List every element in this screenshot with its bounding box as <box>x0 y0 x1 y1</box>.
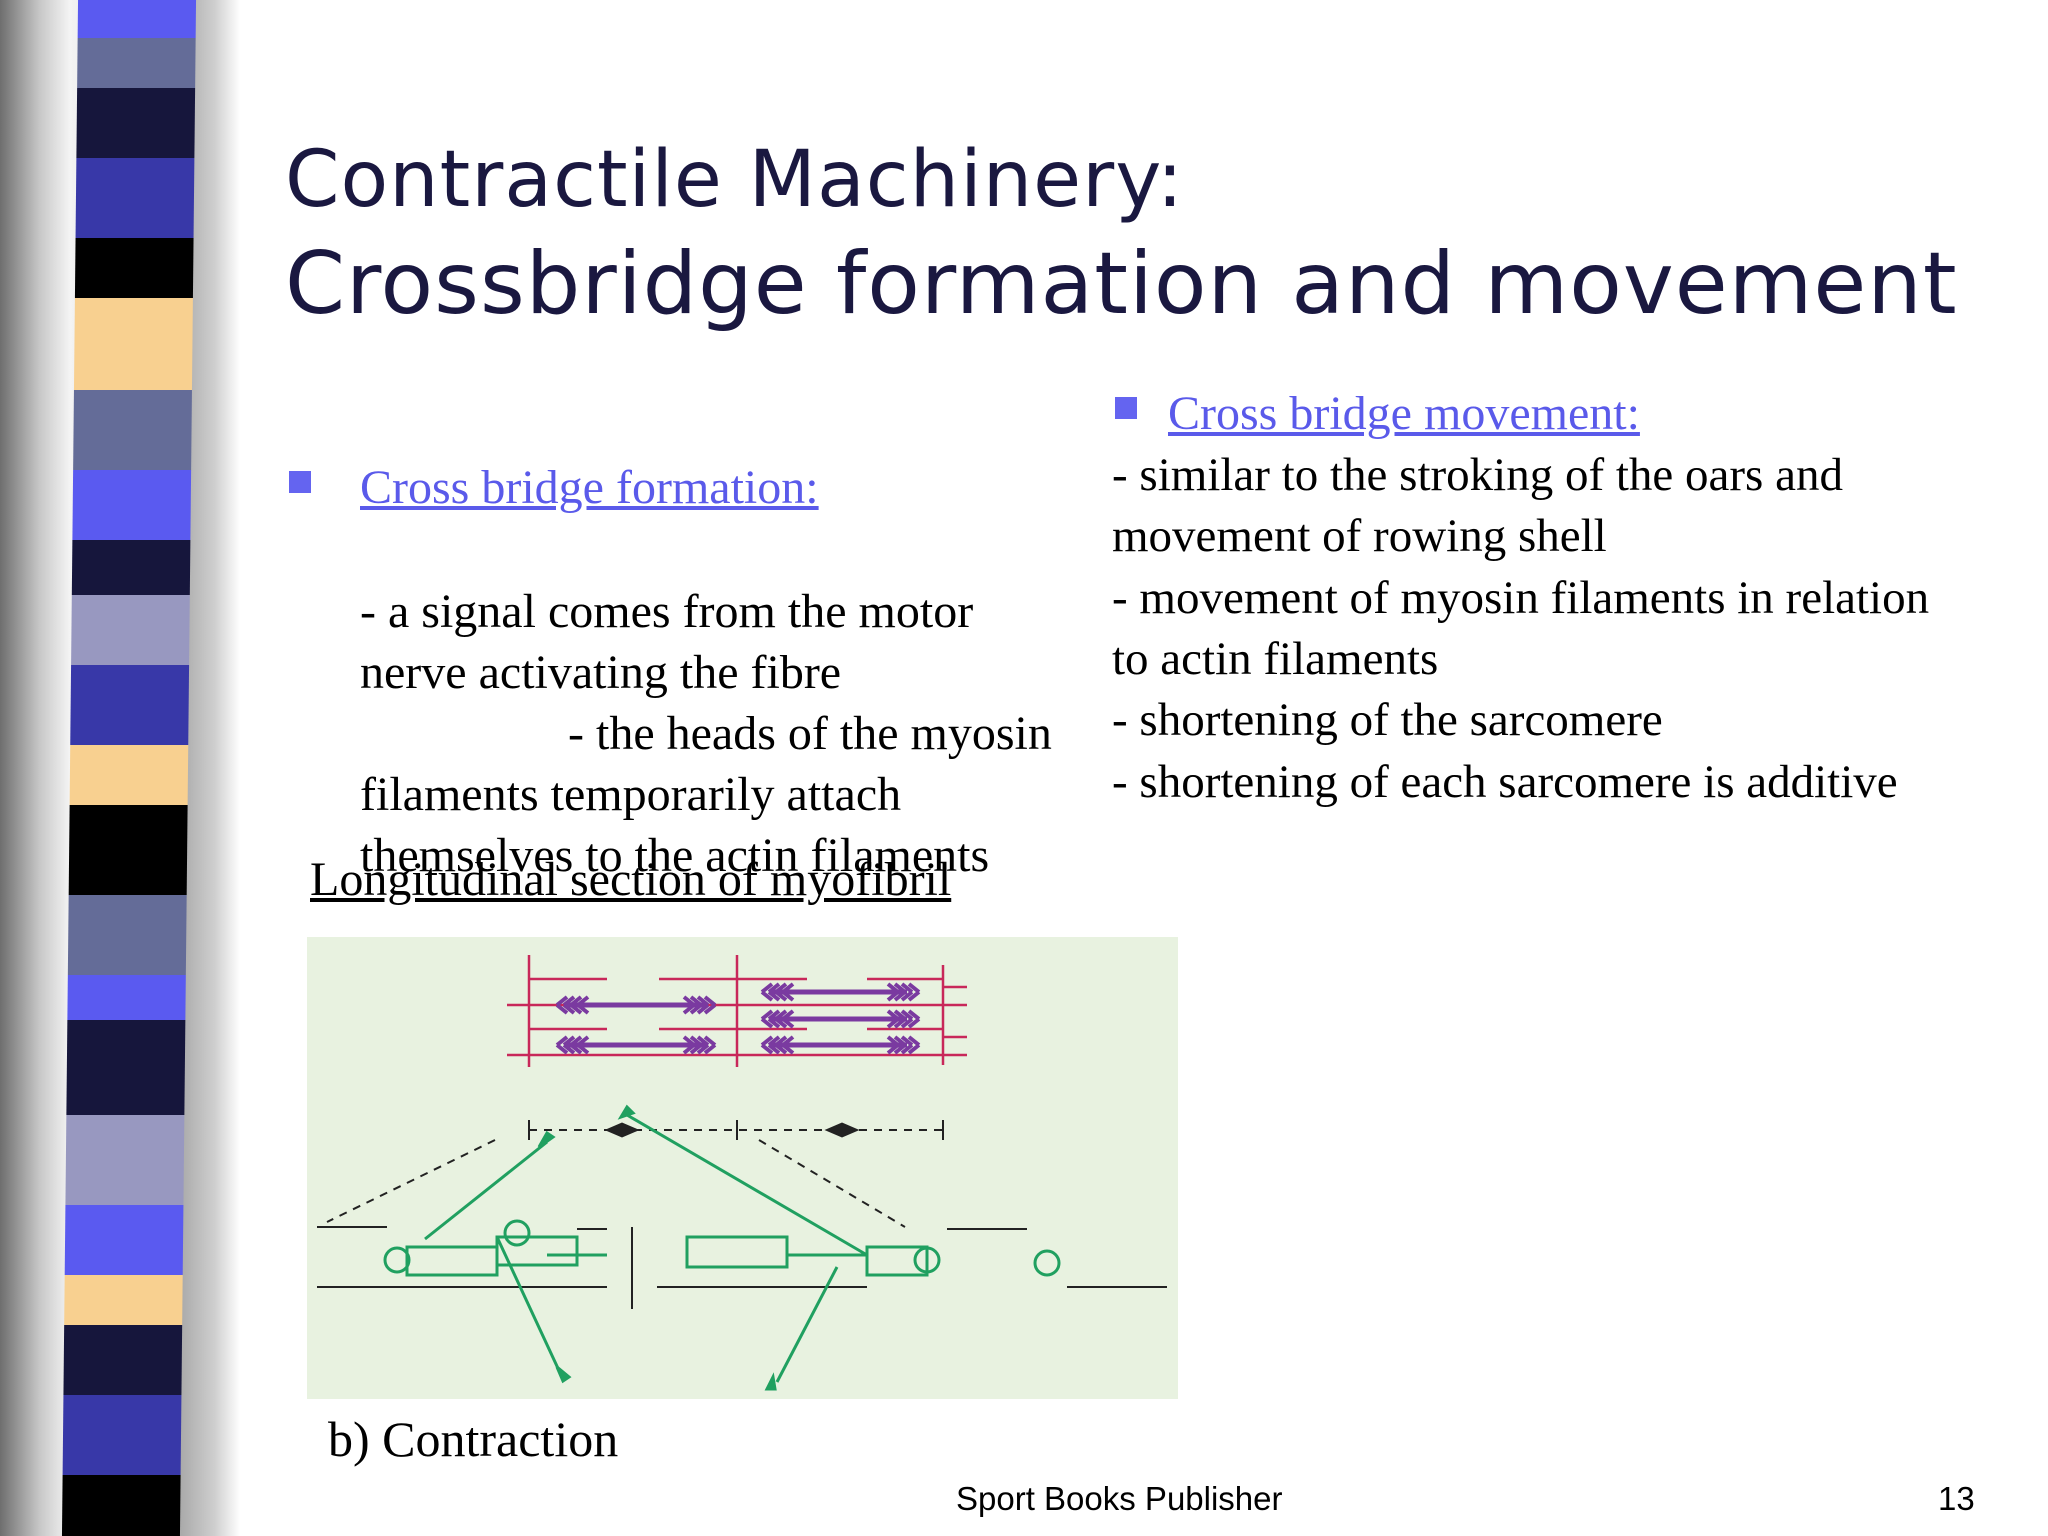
cross-bridge-formation-link[interactable]: Cross bridge formation: <box>360 461 819 514</box>
left-line-3: - the heads of the myosin <box>568 707 1052 760</box>
left-line-4: filaments temporarily attach <box>360 768 902 821</box>
right-line-4: to actin filaments <box>1112 633 1439 685</box>
stripe <box>71 595 190 665</box>
myofibril-diagram <box>317 955 1167 1391</box>
z-lines <box>507 955 967 1067</box>
stripe <box>62 1395 182 1475</box>
stripe <box>64 1205 184 1275</box>
stripe <box>64 1275 183 1325</box>
stripe <box>67 895 187 975</box>
stripe <box>71 540 191 595</box>
footer-publisher: Sport Books Publisher <box>956 1480 1283 1517</box>
stripe <box>77 38 196 88</box>
footer-page-number: 13 <box>1938 1480 1975 1517</box>
stripe <box>63 1325 183 1395</box>
stripe <box>74 238 194 298</box>
bullet-square-icon <box>289 471 311 493</box>
right-line-5: - shortening of the sarcomere <box>1112 694 1663 746</box>
left-decorative-stripes <box>61 0 197 1536</box>
left-line-1: - a signal comes from the motor <box>360 585 974 638</box>
stripe <box>77 0 197 38</box>
stripe <box>65 1115 185 1205</box>
cross-bridge-movement-link[interactable]: Cross bridge movement: <box>1168 387 1640 440</box>
bullet-square-icon <box>1115 397 1137 419</box>
stripe <box>61 1475 181 1536</box>
stripe <box>70 665 190 745</box>
figure-caption-top: Longitudinal section of myofibril <box>310 853 952 906</box>
title-line-1: Contractile Machinery: <box>285 135 1185 225</box>
water-lines <box>317 1226 1167 1288</box>
right-line-3: - movement of myosin filaments in relati… <box>1112 572 1930 624</box>
myofibril-illustration <box>307 937 1178 1399</box>
stripe <box>72 470 192 540</box>
rower-figures <box>383 1104 1061 1391</box>
title-line-2: Crossbridge formation and movement <box>285 234 1958 334</box>
stripe <box>69 745 189 805</box>
stripe <box>67 975 186 1020</box>
stripe <box>75 158 195 238</box>
stripe <box>76 88 196 158</box>
stripe <box>73 298 193 390</box>
stripe <box>66 1020 186 1115</box>
left-line-5: themselves to the actin filaments <box>360 829 990 882</box>
right-line-6: - shortening of each sarcomere is additi… <box>1112 756 1898 808</box>
measurement-lines <box>317 1120 944 1309</box>
right-line-2: movement of rowing shell <box>1112 510 1607 562</box>
stripe <box>73 390 192 470</box>
myosin-filaments <box>567 989 907 1048</box>
left-line-2: nerve activating the fibre <box>360 646 842 699</box>
stripe <box>68 805 188 895</box>
slide-title: Contractile Machinery: Crossbridge forma… <box>285 128 1985 336</box>
figure-caption-bottom: b) Contraction <box>328 1411 619 1467</box>
right-line-1: - similar to the stroking of the oars an… <box>1112 449 1843 501</box>
